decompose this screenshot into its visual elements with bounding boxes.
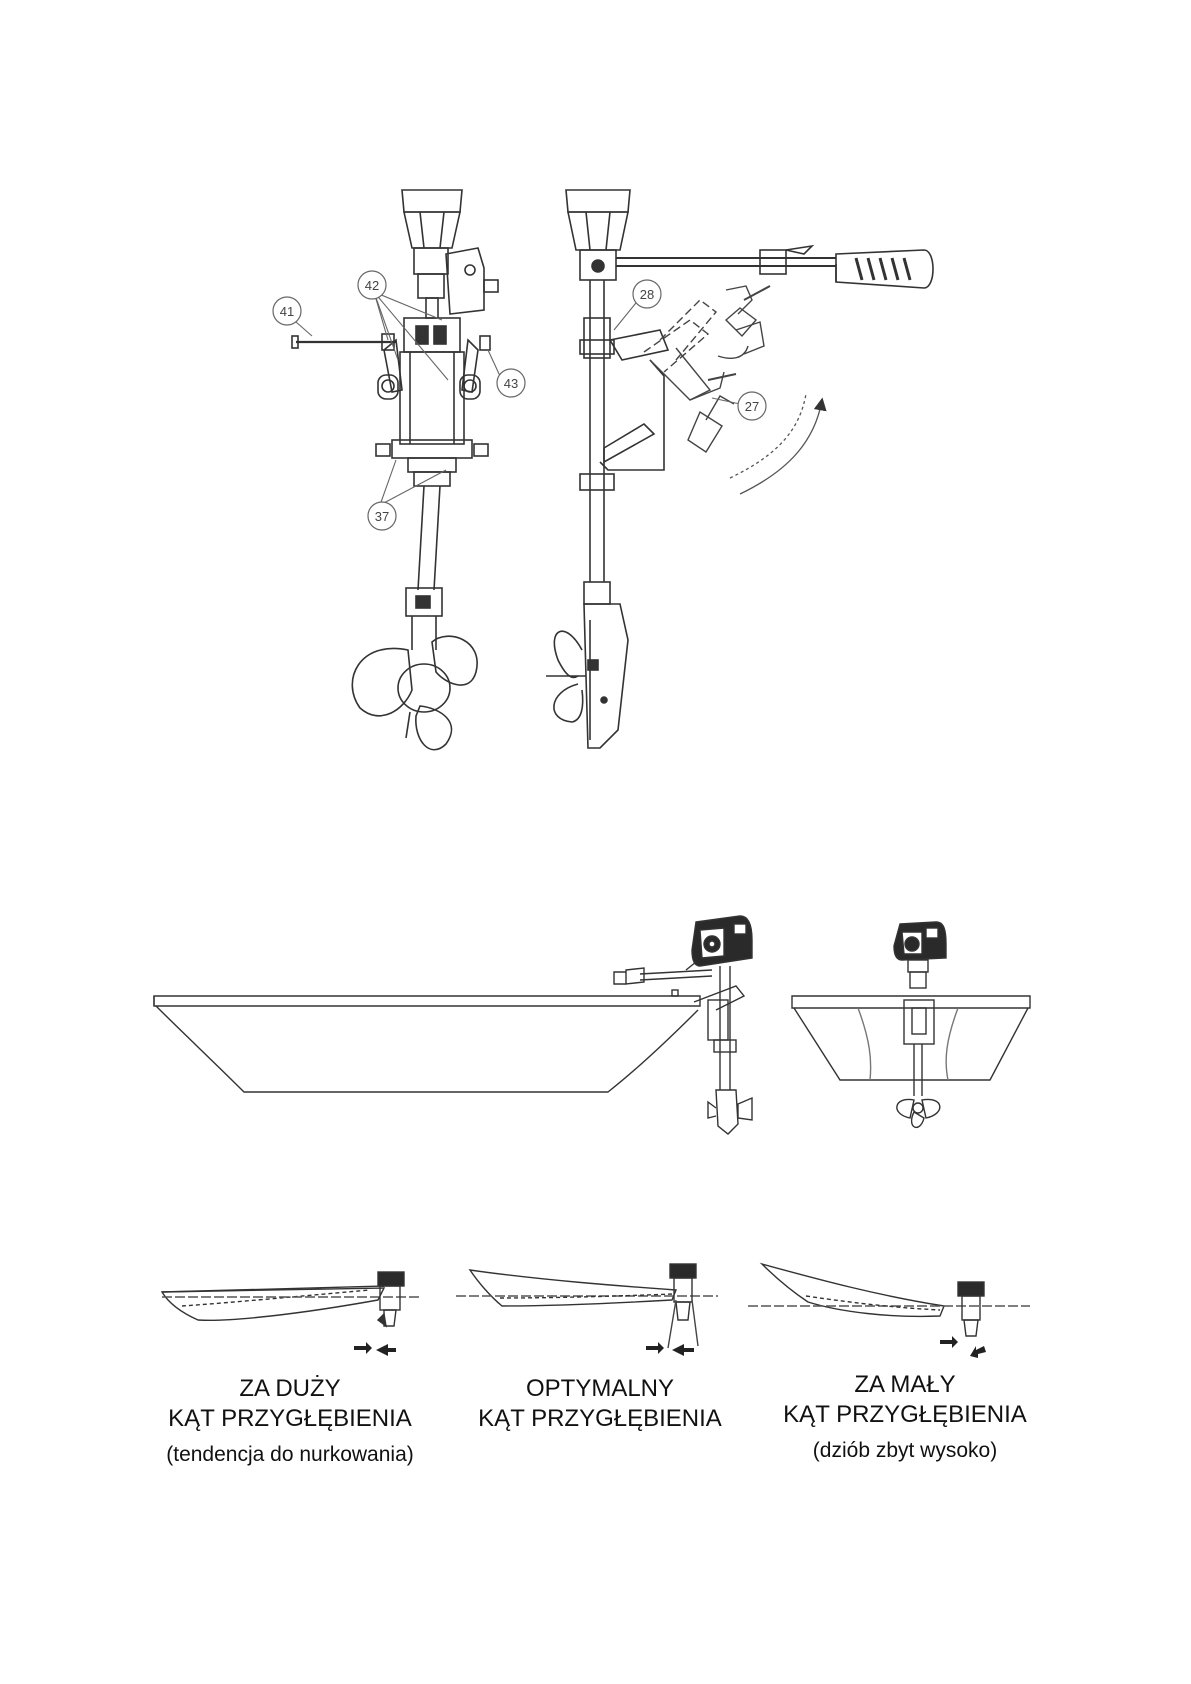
callout-37: 37	[368, 502, 396, 530]
caption-too-small-line2: KĄT PRZYGŁĘBIENIA	[755, 1400, 1055, 1430]
caption-too-large-line1: ZA DUŻY	[140, 1374, 440, 1404]
svg-text:28: 28	[640, 287, 654, 302]
caption-too-large-line3: (tendencja do nurkowania)	[140, 1442, 440, 1468]
trim-boat-too-large	[162, 1272, 420, 1356]
callout-28: 28	[633, 280, 661, 308]
svg-text:37: 37	[375, 509, 389, 524]
caption-optimal-line1: OPTYMALNY	[450, 1374, 750, 1404]
caption-optimal-line2: KĄT PRZYGŁĘBIENIA	[450, 1404, 750, 1434]
caption-too-large: ZA DUŻY KĄT PRZYGŁĘBIENIA (tendencja do …	[140, 1374, 440, 1468]
motor-front-view	[292, 190, 498, 750]
svg-text:27: 27	[745, 399, 759, 414]
caption-too-large-line2: KĄT PRZYGŁĘBIENIA	[140, 1404, 440, 1434]
svg-text:43: 43	[504, 376, 518, 391]
motor-side-view	[546, 190, 933, 748]
boat-rear-mounted	[792, 922, 1030, 1127]
boat-side-mounted	[154, 916, 752, 1134]
tilt-bracket-positions	[644, 286, 770, 452]
caption-too-small-line1: ZA MAŁY	[755, 1370, 1055, 1400]
svg-text:41: 41	[280, 304, 294, 319]
callout-27: 27	[738, 392, 766, 420]
tiller-grip-ribs	[856, 258, 910, 280]
trim-boat-too-small	[748, 1264, 1030, 1358]
callout-43: 43	[497, 369, 525, 397]
callout-41: 41	[273, 297, 301, 325]
trim-boat-optimal	[456, 1264, 718, 1356]
callout-42: 42	[358, 271, 386, 299]
caption-too-small: ZA MAŁY KĄT PRZYGŁĘBIENIA (dziób zbyt wy…	[755, 1370, 1055, 1464]
caption-optimal: OPTYMALNY KĄT PRZYGŁĘBIENIA	[450, 1374, 750, 1434]
caption-too-small-line3: (dziób zbyt wysoko)	[755, 1438, 1055, 1464]
svg-text:42: 42	[365, 278, 379, 293]
callout-leaders-side	[614, 298, 740, 404]
